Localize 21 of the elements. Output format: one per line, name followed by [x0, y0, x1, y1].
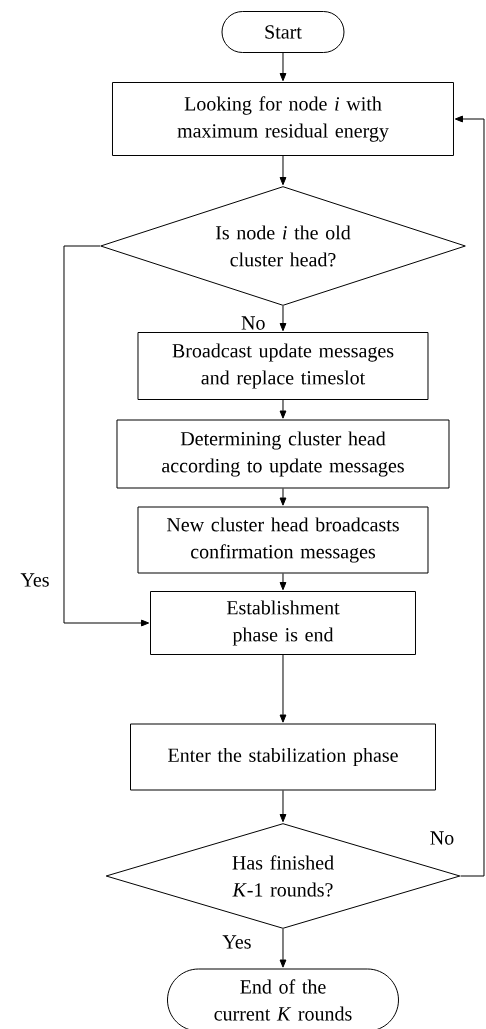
arrow [454, 115, 485, 877]
process-box: Broadcast update messages and replace timeslot [137, 332, 429, 400]
arrow [279, 654, 287, 723]
arrow [279, 155, 287, 186]
arrow [279, 573, 287, 591]
arrow [279, 399, 287, 419]
edge-label: No [241, 316, 265, 330]
edge-label: Yes [222, 935, 251, 949]
process-box: Enter the stabilization phase [130, 723, 436, 791]
arrow [279, 928, 287, 968]
process-box: Looking for node i with maximum residual energy [112, 82, 454, 156]
arrow [63, 245, 150, 627]
arrow [279, 52, 287, 82]
arrow [279, 305, 287, 332]
process-box: Determining cluster head according to update messages [116, 419, 450, 489]
process-box: Establishment phase is end [150, 591, 416, 655]
process-box: New cluster head broadcasts confirmation messages [137, 506, 429, 574]
arrow [279, 488, 287, 506]
edge-label: Yes [20, 573, 49, 587]
arrow [279, 790, 287, 823]
edge-label: No [430, 831, 454, 845]
